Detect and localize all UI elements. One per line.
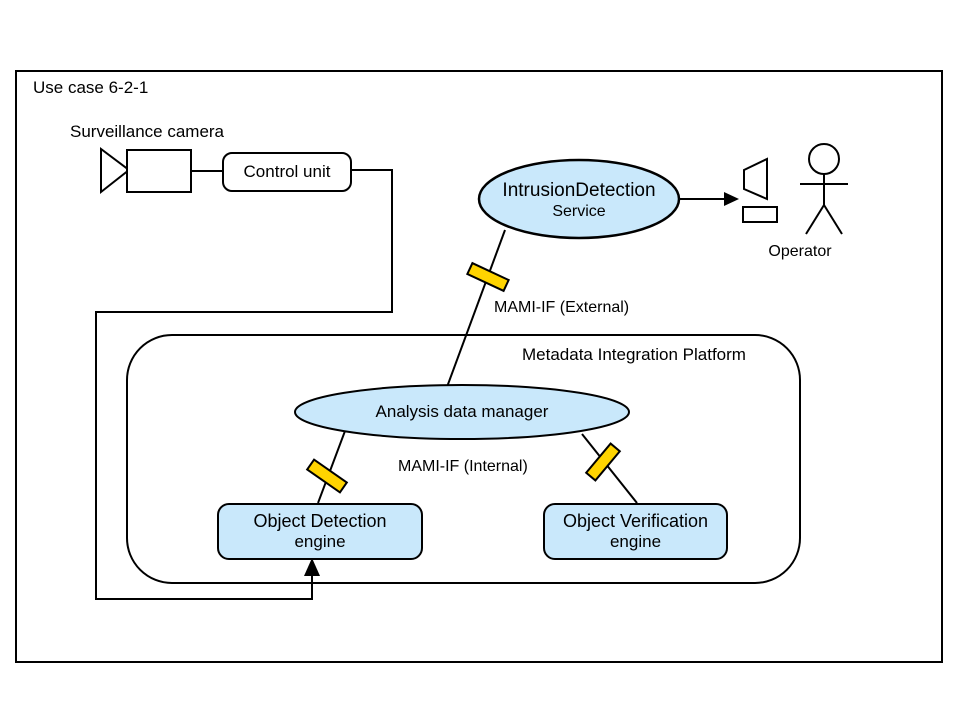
object-detection-label-line2: engine [294,532,346,552]
mami-if-internal-label: MAMI-IF (Internal) [398,458,528,475]
interface-tick-internal-right-icon [584,442,622,482]
object-verification-engine-node: Object Verification engine [543,503,728,560]
display-icon [742,157,778,223]
actor-leg-right [823,204,843,235]
actor-leg-left [805,204,825,235]
display-base-shape [742,206,778,223]
actor-head [808,143,840,175]
analysis-data-manager-node [294,384,630,440]
service-label-line2: Service [552,202,606,220]
interface-tick-external-icon [466,261,510,293]
service-label-line1: IntrusionDetection [502,179,656,201]
service-to-operator-arrowhead [724,192,739,206]
mami-if-external-label: MAMI-IF (External) [494,299,630,316]
camera-body-shape [126,149,192,193]
object-detection-label-line1: Object Detection [253,510,387,531]
connector-arrowhead-up [304,558,320,576]
operator-label: Operator [768,243,832,260]
operator-actor-icon [800,143,848,235]
display-screen-shape [743,157,768,201]
interface-tick-internal-left-icon [305,458,349,494]
object-detection-engine-node: Object Detection engine [217,503,423,560]
service-node-text: IntrusionDetection Service [479,163,679,237]
object-verification-label-line2: engine [609,532,662,552]
analysis-data-manager-label: Analysis data manager [375,402,549,421]
object-verification-label-line1: Object Verification [562,510,709,531]
surveillance-camera-label: Surveillance camera [70,122,225,141]
camera-icon [100,147,222,195]
internal-interface-line-left [317,430,346,504]
intrusion-detection-service-node [477,158,681,240]
control-to-detection-connector [95,169,393,600]
internal-interface-line-right [581,433,638,504]
diagram-title: Use case 6-2-1 [33,78,149,97]
control-unit-label: Control unit [243,162,331,181]
camera-lens-shape [100,147,131,195]
platform-label: Metadata Integration Platform [522,345,746,364]
external-interface-line [446,229,506,388]
control-unit-node: Control unit [222,152,352,192]
